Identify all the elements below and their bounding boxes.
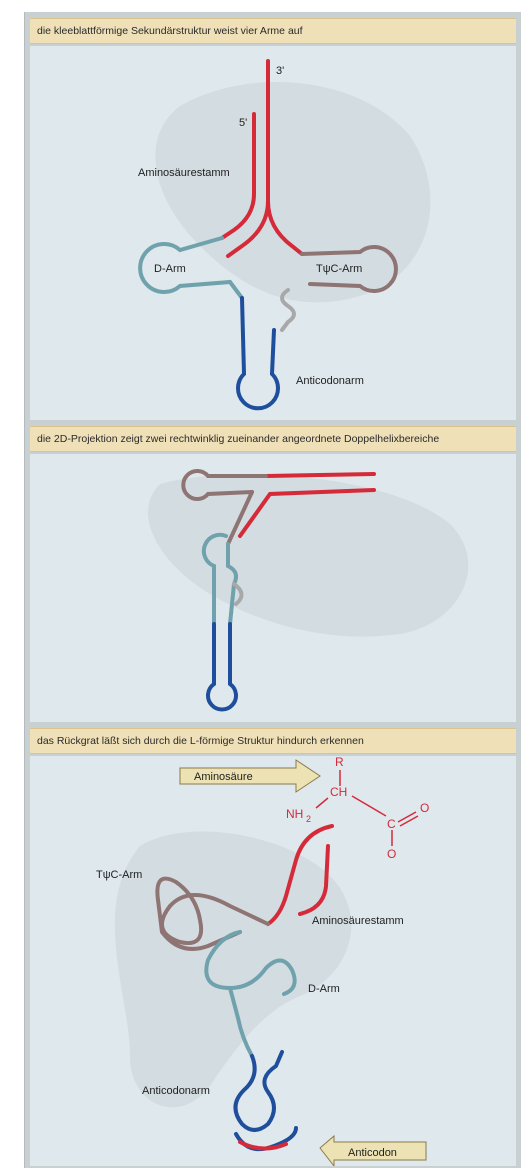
anticodon-triplet	[238, 1140, 288, 1151]
acceptor-stem-5prime-strand	[220, 112, 256, 240]
label-oxygen-top: O	[420, 801, 429, 815]
caption-panel-1: die kleeblattförmige Sekundärstruktur we…	[30, 18, 516, 44]
label-d-arm: D-Arm	[308, 983, 340, 995]
label-tpsic-arm: TψC-Arm	[96, 869, 142, 881]
anticodon-helix	[206, 622, 238, 712]
label-oxygen-bottom: O	[387, 847, 396, 861]
label-anticodon-arm: Anticodonarm	[142, 1085, 210, 1097]
panel-2d-projection	[30, 454, 516, 722]
tpsic-arm	[300, 245, 398, 293]
label-anticodon-arm: Anticodonarm	[296, 375, 364, 387]
caption-panel-3: das Rückgrat läßt sich durch die L-förmi…	[30, 728, 516, 754]
label-nh: NH	[286, 807, 303, 821]
label-r-group: R	[335, 756, 344, 769]
acceptor-strand-a	[266, 824, 334, 926]
background-silhouette	[114, 831, 352, 1108]
amino-acid-arrow	[179, 759, 321, 793]
bond-ch-nh2	[315, 797, 329, 809]
panel-l-shape: Aminosäure R CH NH 2 C O O	[30, 756, 516, 1166]
label-acceptor-stem: Aminosäurestamm	[138, 167, 230, 179]
d-arm-left-strand	[201, 532, 228, 626]
acceptor-strand-b	[298, 844, 330, 916]
projection-diagram	[148, 469, 469, 712]
label-carbon: C	[387, 817, 396, 831]
bond-ch-c	[351, 795, 387, 817]
label-nh-subscript: 2	[306, 814, 311, 824]
tpsic-connector	[226, 490, 254, 546]
label-3prime-end: 3'	[276, 65, 284, 77]
variable-loop	[232, 582, 244, 606]
anticodon-arm	[236, 296, 280, 411]
cloverleaf-diagram: 3' 5' Aminosäurestamm D-Arm TψC-Arm Anti…	[138, 59, 431, 411]
acceptor-helix-bottom	[238, 488, 376, 538]
label-tpsic-arm: TψC-Arm	[316, 263, 362, 275]
l-shape-diagram: Aminosäure R CH NH 2 C O O	[96, 756, 429, 1166]
caption-panel-2: die 2D-Projektion zeigt zwei rechtwinkli…	[30, 426, 516, 452]
label-amino-acid: Aminosäure	[194, 771, 253, 783]
bond-c-o-double-a	[397, 811, 417, 823]
acceptor-helix-top	[264, 472, 376, 478]
anticodon-arrow	[319, 1134, 427, 1166]
panel-cloverleaf: 3' 5' Aminosäurestamm D-Arm TψC-Arm Anti…	[30, 46, 516, 420]
variable-loop	[280, 288, 296, 332]
background-silhouette	[155, 82, 431, 303]
bond-c-o-double-b	[399, 815, 419, 827]
label-ch: CH	[330, 785, 347, 799]
label-acceptor-stem: Aminosäurestamm	[312, 915, 404, 927]
label-anticodon: Anticodon	[348, 1147, 397, 1159]
acceptor-junction-right	[266, 199, 304, 256]
anticodon-arm-backbone	[233, 1050, 284, 1132]
tpsic-loop	[155, 876, 270, 951]
label-5prime-end: 5'	[239, 117, 247, 129]
d-arm-backbone	[204, 930, 297, 1058]
d-arm	[138, 236, 244, 300]
background-silhouette	[148, 474, 469, 637]
label-d-arm: D-Arm	[154, 263, 186, 275]
tpsic-loop	[181, 469, 268, 501]
